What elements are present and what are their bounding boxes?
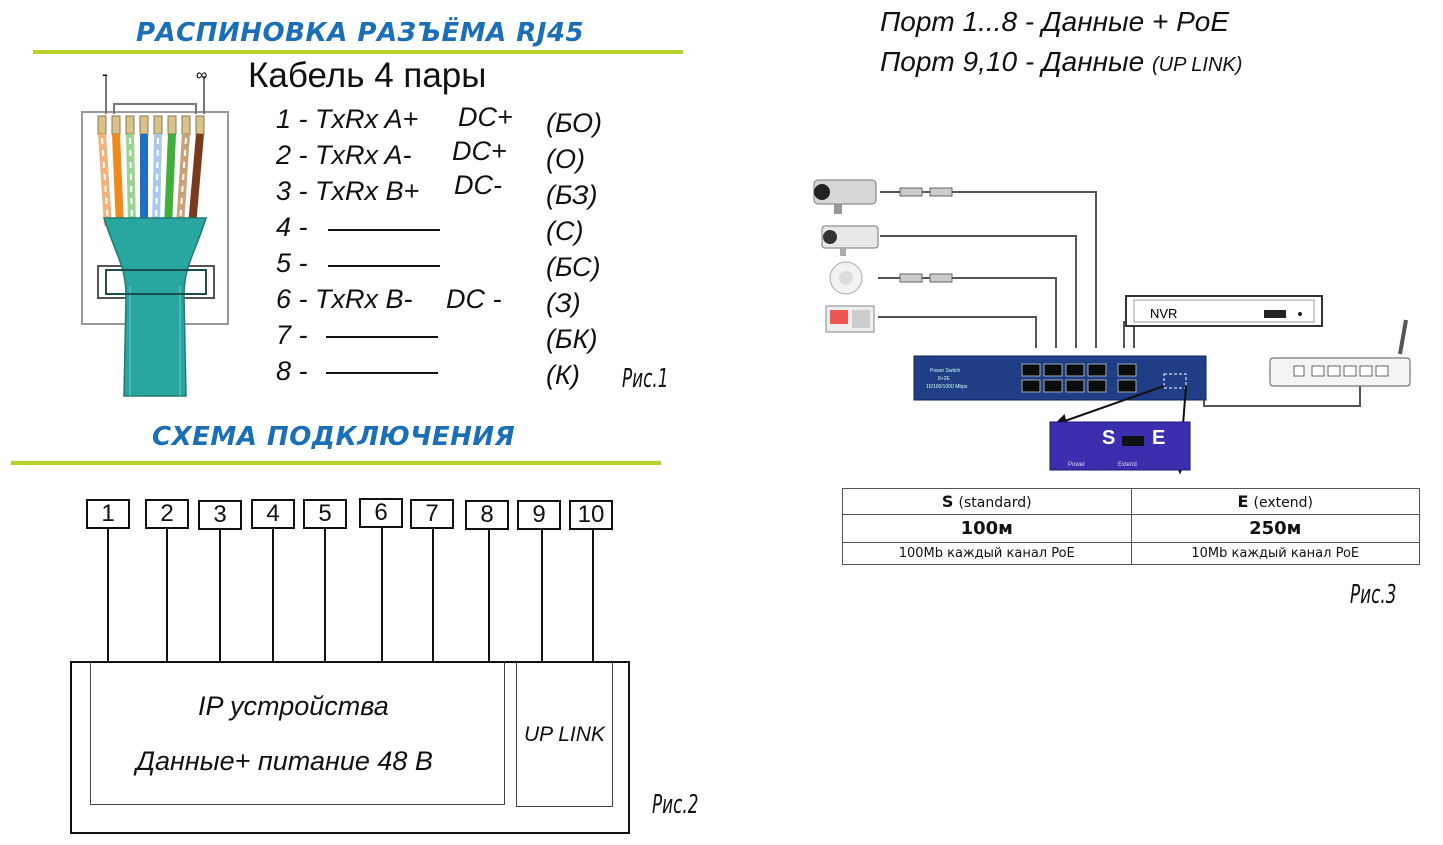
pin-8-line — [326, 372, 438, 374]
pin-3-label: 3 - TxRx B+ — [276, 176, 420, 206]
pin-8-label: 8 - — [276, 356, 308, 386]
port-note-1: Порт 1...8 - Данные + PoE — [880, 6, 1230, 37]
fig1-label: Рис.1 — [622, 364, 669, 394]
ip-devices-line2: Данные+ питание 48 В — [136, 746, 433, 776]
port-wire-1 — [107, 529, 109, 662]
pin-8-color: (К) — [546, 360, 580, 390]
pin-4-label: 4 - — [276, 212, 308, 242]
port-box-6: 6 — [359, 498, 403, 528]
port-wire-3 — [219, 530, 221, 662]
box-camera-icon — [821, 225, 879, 256]
port-box-4: 4 — [251, 499, 295, 529]
pin-2-color: (О) — [546, 144, 585, 174]
scheme-title: СХЕМА ПОДКЛЮЧЕНИЯ — [152, 422, 516, 452]
mode-e-label: E — [1152, 427, 1165, 449]
pin-6-label: 6 - TxRx B- — [276, 284, 413, 314]
pin-3-color: (БЗ) — [546, 180, 598, 210]
pin-5-color: (БС) — [546, 252, 601, 282]
pin-6-dc: DC - — [446, 284, 502, 314]
mode-extend-label: Extend — [1118, 462, 1137, 468]
port-wire-6 — [381, 528, 383, 662]
port-wire-10 — [592, 530, 594, 662]
pinout-title-rule — [33, 50, 683, 54]
poe-switch-icon: Power Switch 8+2E 10/100/1000 Mbps — [913, 355, 1207, 401]
ip-devices-line1: IP устройства — [198, 691, 389, 721]
port-box-10: 10 — [569, 500, 613, 530]
pin-7-line — [326, 336, 438, 338]
e-head-cell: E (extend) — [1130, 488, 1420, 515]
cable-title: Кабель 4 пары — [248, 56, 487, 95]
network-diagram: NVR Power Switch 8+2E 10/100/1000 Mbps — [813, 179, 1411, 475]
port-note-2: Порт 9,10 - Данные (UP LINK) — [880, 46, 1243, 77]
switch-outline-box — [70, 661, 630, 834]
mode-power-label: Power — [1068, 462, 1085, 468]
s-head-cell: S (standard) — [842, 488, 1132, 515]
s-note-cell: 100Mb каждый канал PoE — [842, 542, 1132, 565]
plug-infinity-label: ∞ — [196, 67, 207, 84]
fig2-label: Рис.2 — [652, 790, 699, 820]
nvr-label: NVR — [1150, 306, 1177, 321]
port-wire-5 — [324, 529, 326, 662]
pin-4-line — [328, 229, 440, 231]
port-box-1: 1 — [86, 499, 130, 529]
pin-6-color: (З) — [546, 288, 581, 318]
e-note-cell: 10Mb каждый канал PoE — [1130, 542, 1420, 565]
pin-1-dc: DC+ — [458, 102, 513, 132]
port-wire-9 — [541, 530, 543, 662]
port-box-8: 8 — [465, 500, 509, 530]
pin-2-label: 2 - TxRx A- — [276, 140, 412, 170]
uplink-box — [516, 662, 613, 807]
mode-switch-panel: S E Power Extend — [1049, 421, 1191, 471]
pin-3-dc: DC- — [454, 170, 502, 200]
pin-2-dc: DC+ — [452, 136, 507, 166]
s-distance-cell: 100м — [842, 514, 1132, 543]
port-wire-2 — [166, 529, 168, 662]
switch-text-3: 10/100/1000 Mbps — [926, 384, 968, 390]
port-wire-7 — [432, 529, 434, 662]
router-icon — [1269, 319, 1411, 387]
pin-5-label: 5 - — [276, 248, 308, 278]
port-wire-4 — [272, 529, 274, 662]
pinout-title: РАСПИНОВКА РАЗЪЁМА RJ45 — [136, 18, 585, 48]
pin-7-label: 7 - — [276, 320, 308, 350]
e-distance-cell: 250м — [1130, 514, 1420, 543]
plug-minus-label: - — [102, 66, 108, 84]
uplink-label: UP LINK — [524, 723, 605, 746]
pin-1-label: 1 - TxRx A+ — [276, 104, 419, 134]
dome-camera-icon — [829, 261, 863, 295]
pin-5-line — [328, 265, 440, 267]
port-box-2: 2 — [145, 499, 189, 529]
fig3-label: Рис.3 — [1350, 580, 1397, 610]
intercom-panel-icon — [825, 305, 875, 333]
port-box-3: 3 — [198, 500, 242, 530]
bullet-camera-icon — [813, 179, 877, 214]
scheme-title-rule — [11, 461, 661, 465]
pin-4-color: (С) — [546, 216, 584, 246]
port-box-5: 5 — [303, 499, 347, 529]
mode-table: S (standard) E (extend) 100м 250м 100Mb … — [842, 488, 1420, 565]
port-wire-8 — [488, 530, 490, 662]
port-box-7: 7 — [410, 499, 454, 529]
switch-text-1: Power Switch — [930, 368, 961, 374]
mode-s-label: S — [1102, 427, 1115, 449]
pin-7-color: (БК) — [546, 324, 598, 354]
switch-text-2: 8+2E — [938, 376, 950, 382]
ip-devices-box — [90, 662, 505, 805]
pin-1-color: (БО) — [546, 108, 602, 138]
port-box-9: 9 — [517, 500, 561, 530]
nvr-device-icon: NVR — [1125, 295, 1323, 327]
rj45-plug-illustration: - ∞ — [81, 66, 229, 397]
